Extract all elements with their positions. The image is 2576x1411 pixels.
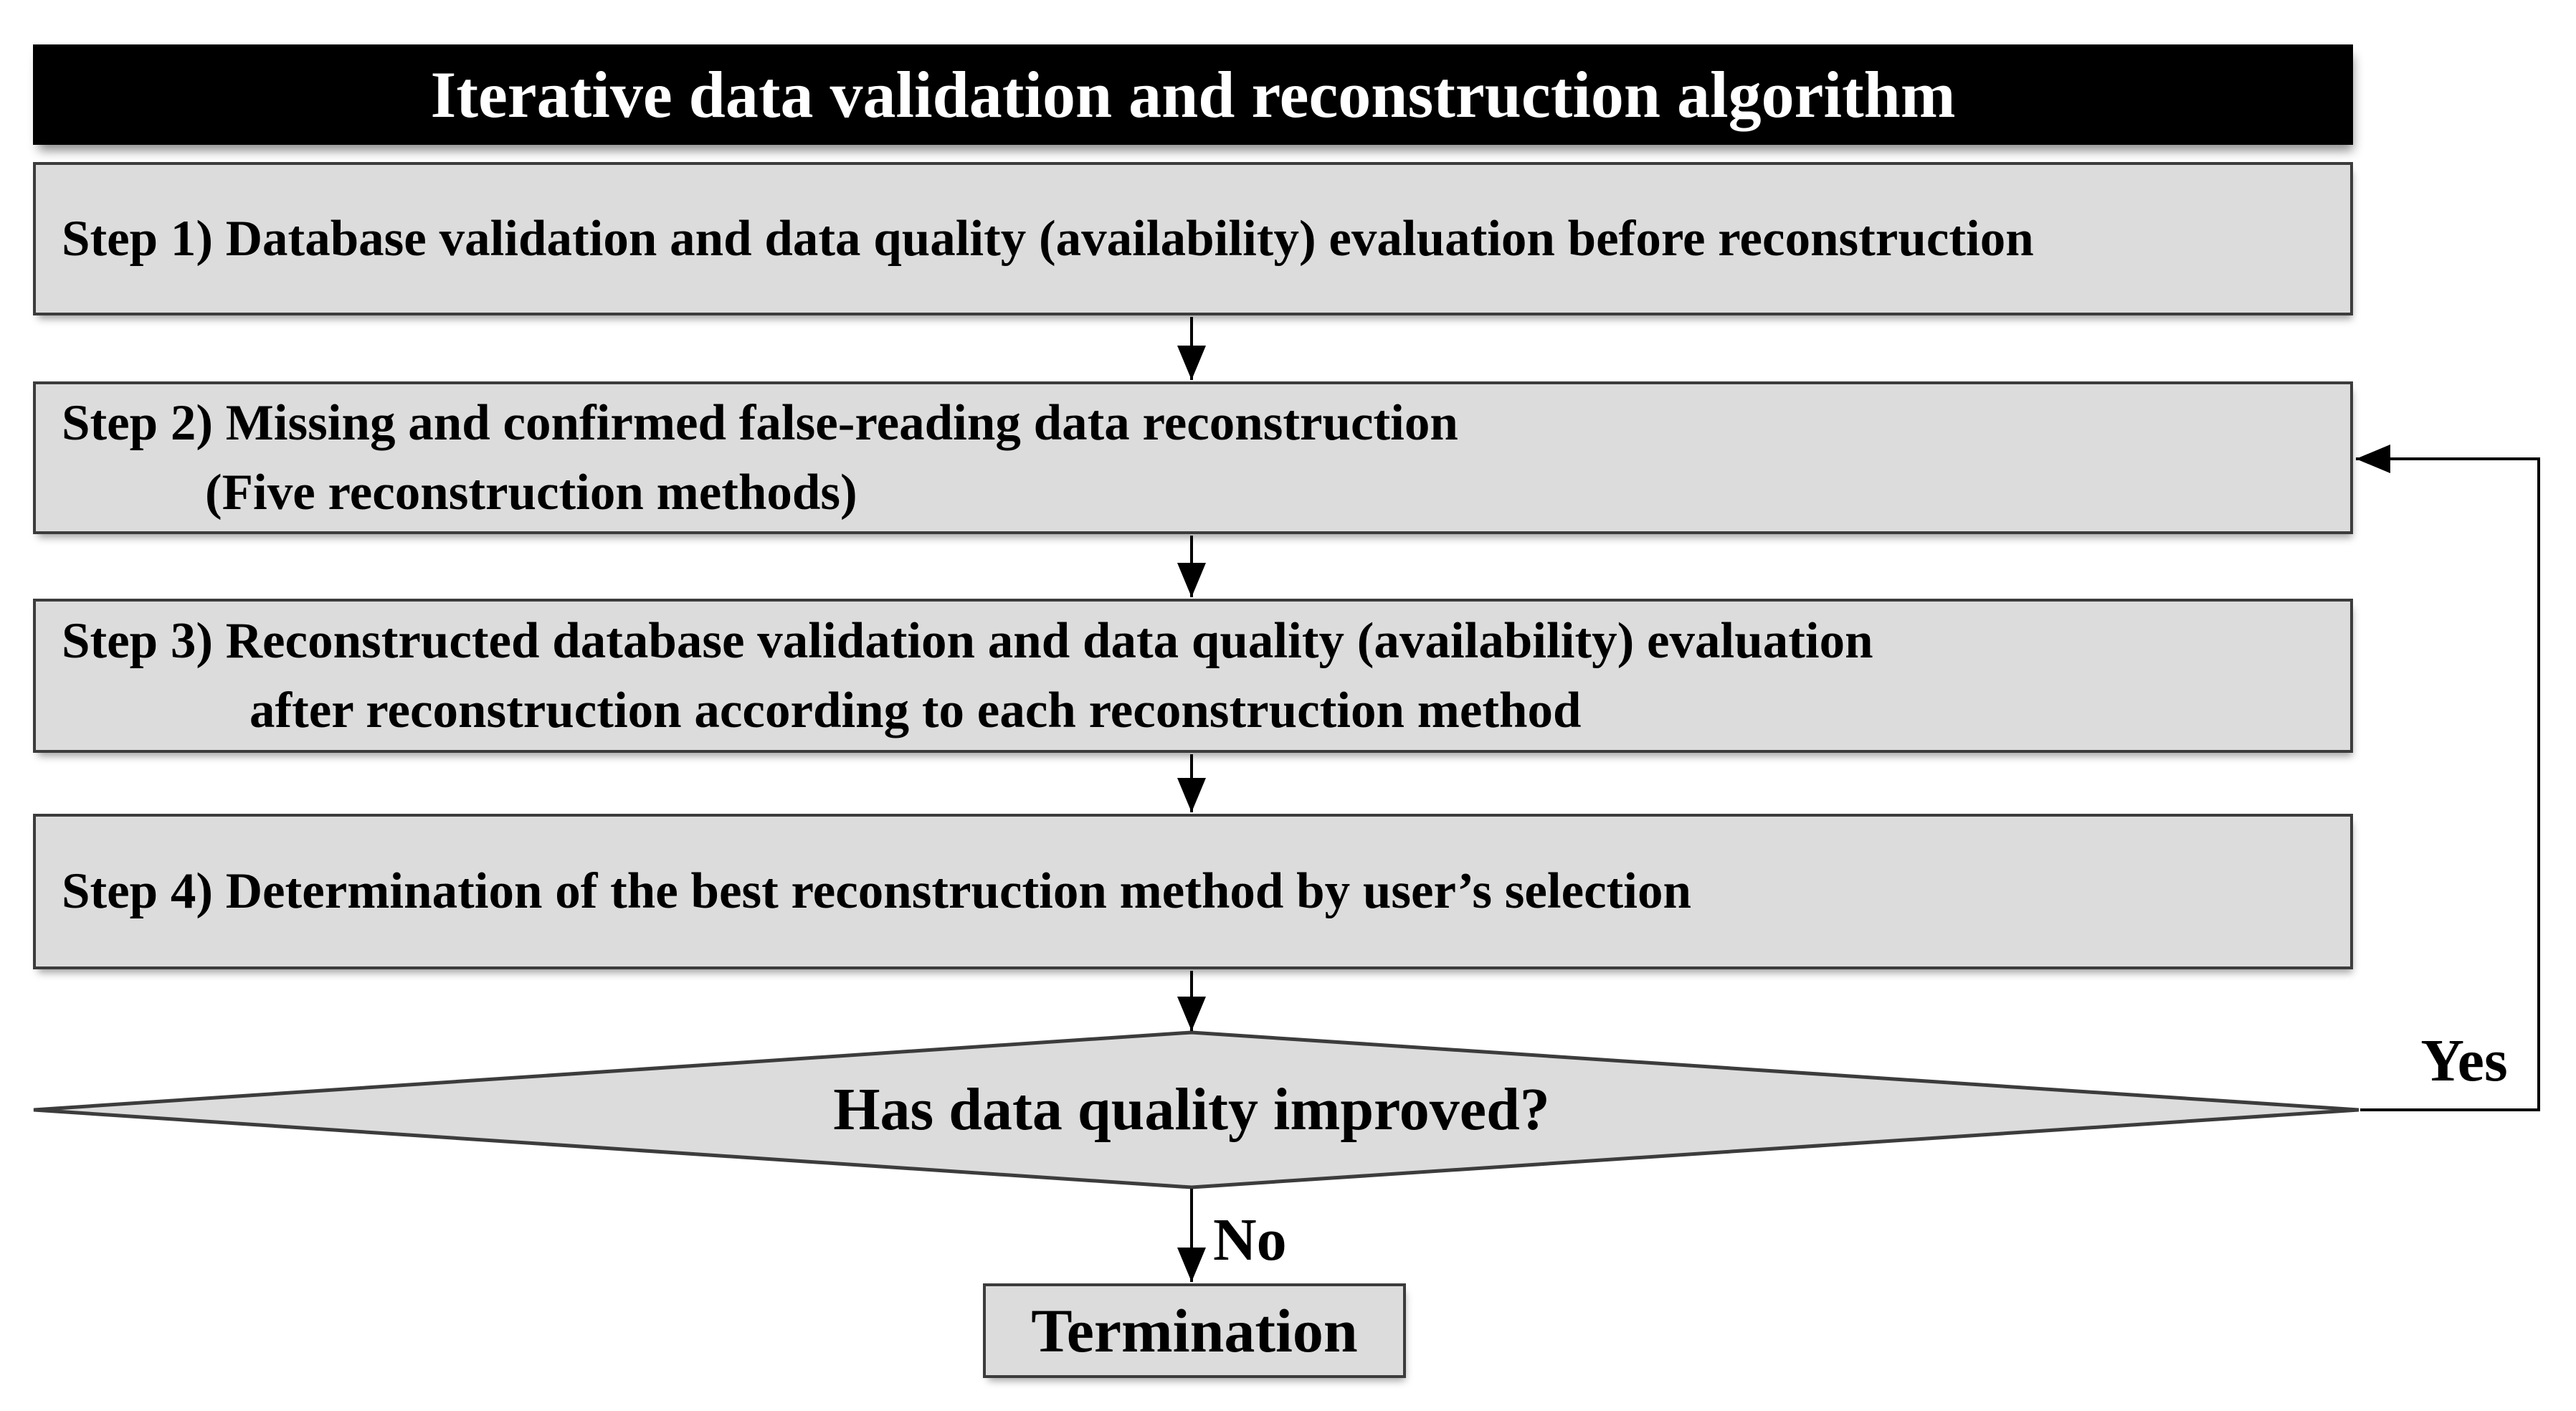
title-bar: Iterative data validation and reconstruc… xyxy=(33,44,2353,145)
termination-box: Termination xyxy=(983,1283,1406,1378)
step-2-box: Step 2) Missing and confirmed false-read… xyxy=(33,381,2353,534)
decision-diamond xyxy=(33,1030,2359,1189)
step-2-text-line2: (Five reconstruction methods) xyxy=(205,464,857,521)
step-2-text-line1: Step 2) Missing and confirmed false-read… xyxy=(62,394,1458,451)
termination-label: Termination xyxy=(1031,1296,1358,1365)
yes-branch-label: Yes xyxy=(2420,1027,2508,1094)
step-1-box: Step 1) Database validation and data qua… xyxy=(33,162,2353,315)
step-4-box: Step 4) Determination of the best recons… xyxy=(33,814,2353,969)
decision-question: Has data quality improved? xyxy=(833,1076,1550,1143)
step-3-box: Step 3) Reconstructed database validatio… xyxy=(33,599,2353,753)
step-3-text-line1: Step 3) Reconstructed database validatio… xyxy=(62,612,1873,669)
no-branch-label: No xyxy=(1213,1207,1287,1273)
step-4-text: Step 4) Determination of the best recons… xyxy=(62,863,1691,919)
yes-feedback-arrow xyxy=(2356,445,2540,1111)
step-1-text: Step 1) Database validation and data qua… xyxy=(62,210,2034,267)
step-3-text-line2: after reconstruction according to each r… xyxy=(249,682,1582,738)
figure-title: Iterative data validation and reconstruc… xyxy=(430,58,1956,131)
